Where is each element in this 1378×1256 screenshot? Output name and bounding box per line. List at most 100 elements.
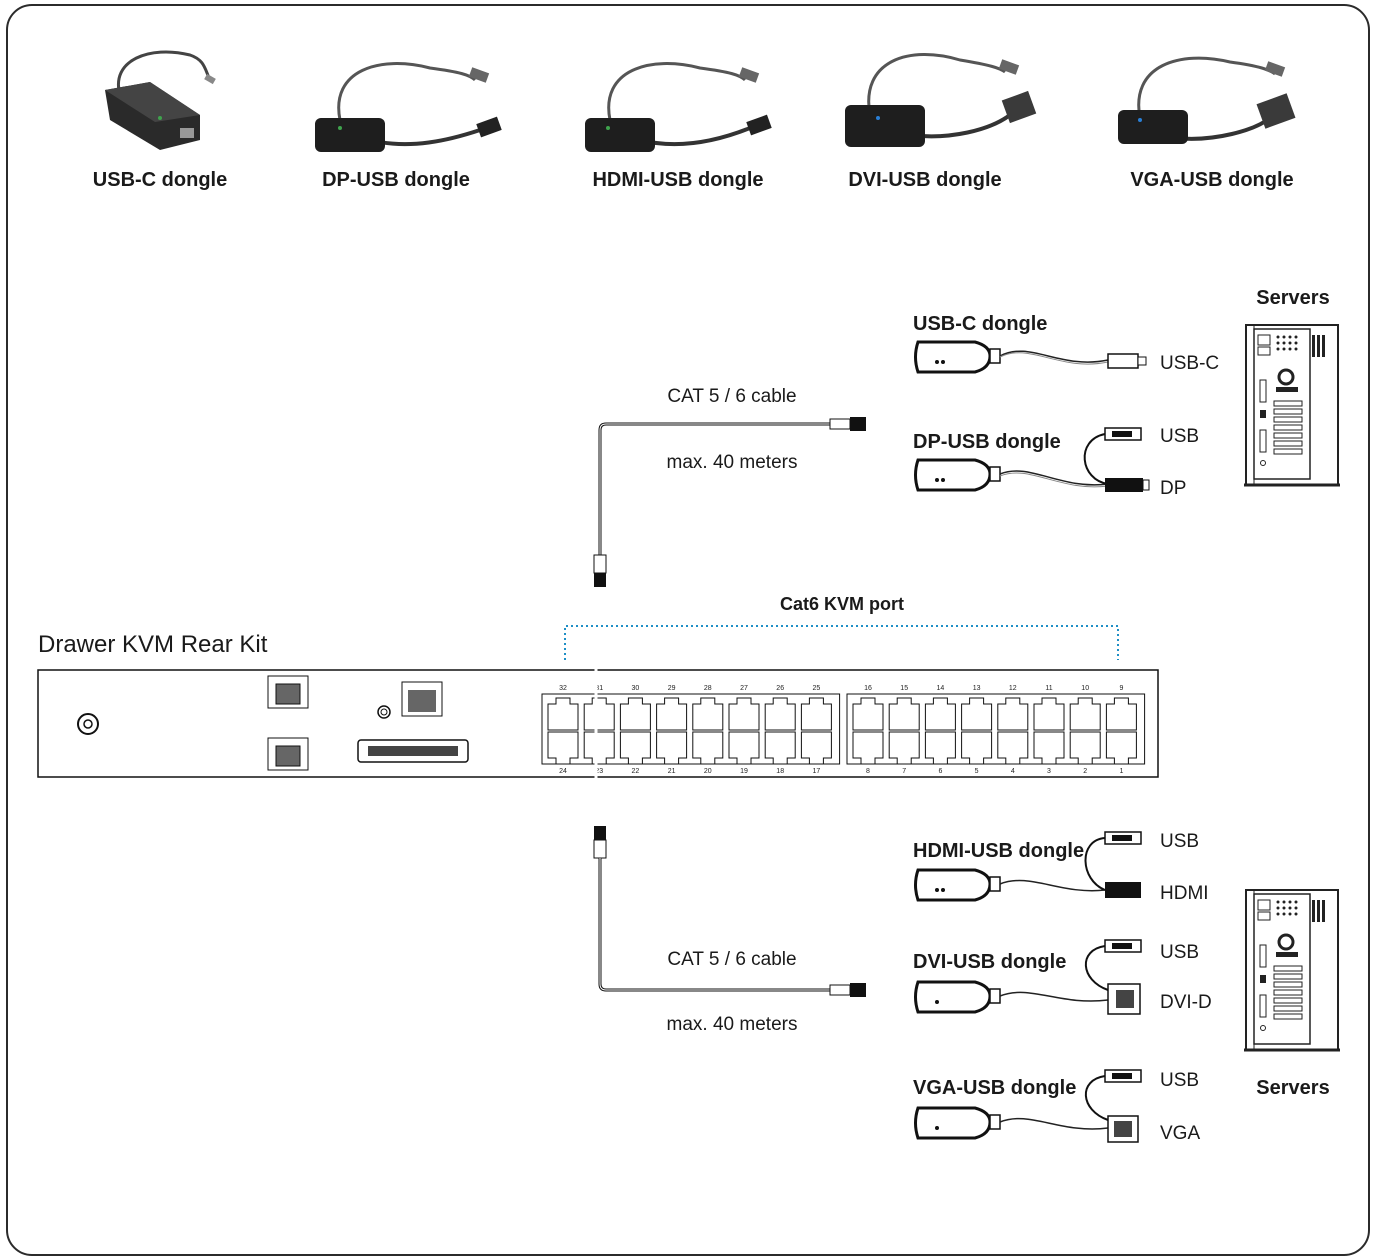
dongle-title-usbc: USB-C dongle bbox=[913, 313, 1047, 335]
rj45-port bbox=[692, 731, 724, 765]
dongle-vga bbox=[914, 1069, 1142, 1143]
rj45-port bbox=[1105, 731, 1137, 765]
port-number: 7 bbox=[902, 768, 906, 775]
connector-hdmi-usb: USB bbox=[1160, 831, 1199, 852]
port-number: 1 bbox=[1119, 768, 1123, 775]
rj45-port bbox=[692, 697, 724, 731]
audio-jack bbox=[377, 705, 391, 719]
photo-vga-dongle bbox=[1118, 56, 1296, 144]
connector-usbc: USB-C bbox=[1160, 353, 1219, 374]
port-group-bracket bbox=[564, 625, 1119, 660]
port-number: 29 bbox=[668, 685, 676, 692]
rj45-port bbox=[547, 731, 579, 765]
lan-port bbox=[401, 681, 443, 717]
rj45-port bbox=[619, 697, 651, 731]
connector-hdmi: HDMI bbox=[1160, 883, 1209, 904]
port-number: 23 bbox=[595, 768, 603, 775]
connector-vga-usb: USB bbox=[1160, 1070, 1199, 1091]
port-number: 30 bbox=[632, 685, 640, 692]
cable-bottom-length: max. 40 meters bbox=[667, 1014, 798, 1035]
rj45-port bbox=[583, 697, 615, 731]
dongle-title-dvi: DVI-USB dongle bbox=[913, 951, 1066, 973]
port-number: 4 bbox=[1011, 768, 1015, 775]
cable-bottom-label: CAT 5 / 6 cable bbox=[667, 949, 796, 970]
rj45-port bbox=[888, 697, 920, 731]
kvm-port-blocks: 3224312330222921282027192618251716815714… bbox=[541, 668, 1146, 800]
rj45-port bbox=[1105, 697, 1137, 731]
port-number: 27 bbox=[740, 685, 748, 692]
port-block-right bbox=[846, 693, 1146, 765]
top-label-vga: VGA-USB dongle bbox=[1130, 169, 1293, 191]
cable-top bbox=[593, 417, 866, 587]
connector-dp-usb: USB bbox=[1160, 426, 1199, 447]
rj45-port bbox=[1033, 697, 1065, 731]
rj45-port bbox=[1069, 697, 1101, 731]
connector-dvi-usb: USB bbox=[1160, 942, 1199, 963]
port-number: 18 bbox=[776, 768, 784, 775]
rj45-port bbox=[924, 697, 956, 731]
port-number: 32 bbox=[559, 685, 567, 692]
top-label-dvi: DVI-USB dongle bbox=[848, 169, 1001, 191]
rj45-port bbox=[583, 731, 615, 765]
port-number: 20 bbox=[704, 768, 712, 775]
photo-dp-dongle bbox=[315, 62, 502, 152]
cable-top-length: max. 40 meters bbox=[667, 452, 798, 473]
top-label-dp: DP-USB dongle bbox=[322, 169, 470, 191]
top-label-hdmi: HDMI-USB dongle bbox=[592, 169, 763, 191]
rj45-port bbox=[619, 731, 651, 765]
server-tower-top bbox=[1244, 324, 1340, 487]
photo-usbc-dongle bbox=[105, 50, 216, 150]
rj45-port bbox=[1033, 731, 1065, 765]
cable-top-label: CAT 5 / 6 cable bbox=[667, 386, 796, 407]
port-number: 16 bbox=[864, 685, 872, 692]
dongle-dvi bbox=[914, 939, 1142, 1015]
rj45-port bbox=[728, 697, 760, 731]
port-number: 3 bbox=[1047, 768, 1051, 775]
rj45-port bbox=[924, 731, 956, 765]
rj45-port bbox=[656, 731, 688, 765]
rj45-port bbox=[656, 697, 688, 731]
rj45-port bbox=[800, 731, 832, 765]
connector-dvi: DVI-D bbox=[1160, 992, 1212, 1013]
connector-vga: VGA bbox=[1160, 1123, 1200, 1144]
rj45-port bbox=[852, 731, 884, 765]
port-block-left bbox=[541, 693, 841, 765]
port-number: 19 bbox=[740, 768, 748, 775]
servers-label-bottom: Servers bbox=[1256, 1077, 1329, 1099]
db-connector bbox=[357, 739, 469, 763]
rj45-ports-console bbox=[267, 675, 309, 771]
port-number: 25 bbox=[813, 685, 821, 692]
port-number: 31 bbox=[595, 685, 603, 692]
port-number: 5 bbox=[975, 768, 979, 775]
photo-dvi-dongle bbox=[845, 53, 1037, 147]
server-tower-bottom bbox=[1244, 889, 1340, 1052]
port-number: 12 bbox=[1009, 685, 1017, 692]
port-number: 28 bbox=[704, 685, 712, 692]
port-number: 11 bbox=[1045, 685, 1052, 692]
port-number: 21 bbox=[668, 768, 676, 775]
servers-label-top: Servers bbox=[1256, 287, 1329, 309]
rj45-port bbox=[997, 731, 1029, 765]
rj45-port bbox=[800, 697, 832, 731]
port-number: 24 bbox=[559, 768, 567, 775]
rj45-port bbox=[961, 697, 993, 731]
dongle-hdmi bbox=[914, 831, 1142, 902]
port-number: 22 bbox=[632, 768, 640, 775]
dongle-title-vga: VGA-USB dongle bbox=[913, 1077, 1076, 1099]
rj45-port bbox=[728, 731, 760, 765]
power-connector bbox=[77, 713, 99, 735]
port-number: 26 bbox=[776, 685, 784, 692]
kit-title: Drawer KVM Rear Kit bbox=[38, 631, 268, 658]
port-number: 13 bbox=[973, 685, 981, 692]
port-number: 9 bbox=[1119, 685, 1123, 692]
port-number: 14 bbox=[937, 685, 945, 692]
dongle-title-dp: DP-USB dongle bbox=[913, 431, 1061, 453]
photo-hdmi-dongle bbox=[585, 62, 772, 152]
port-number: 10 bbox=[1081, 685, 1089, 692]
rj45-port bbox=[764, 731, 796, 765]
dongle-usbc bbox=[914, 340, 1147, 374]
dongle-dp bbox=[914, 427, 1150, 492]
dongle-title-hdmi: HDMI-USB dongle bbox=[913, 840, 1084, 862]
rj45-port bbox=[888, 731, 920, 765]
